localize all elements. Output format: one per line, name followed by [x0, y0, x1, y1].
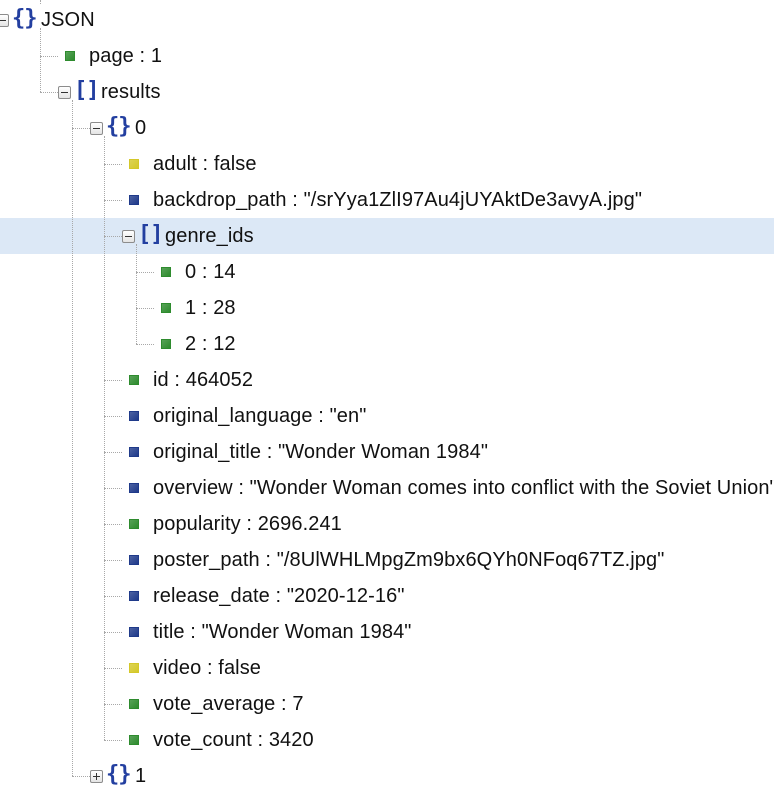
number-value-icon: [129, 735, 139, 745]
number-value-icon: [129, 699, 139, 709]
tree-node-label: title : "Wonder Woman 1984": [153, 621, 412, 643]
tree-connector: [72, 128, 90, 129]
tree-connector: [104, 596, 122, 597]
tree-node-label: JSON: [41, 9, 95, 31]
tree-node-label: video : false: [153, 657, 262, 679]
tree-node-label: release_date : "2020-12-16": [153, 585, 405, 607]
string-value-icon: [129, 411, 139, 421]
tree-node-label: adult : false: [153, 153, 257, 175]
object-brace-icon: {}: [106, 114, 131, 139]
string-value-icon: [129, 627, 139, 637]
tree-node-label: 0 : 14: [185, 261, 236, 283]
number-value-icon: [161, 267, 171, 277]
tree-node-label: original_title : "Wonder Woman 1984": [153, 441, 489, 463]
tree-node-label: page : 1: [89, 45, 163, 67]
string-value-icon: [129, 591, 139, 601]
tree-node-label: poster_path : "/8UlWHLMpgZm9bx6QYh0NFoq6…: [153, 549, 665, 571]
collapse-icon[interactable]: [122, 230, 135, 243]
string-value-icon: [129, 555, 139, 565]
tree-connector: [104, 632, 122, 633]
collapse-icon[interactable]: [58, 86, 71, 99]
tree-connector: [104, 704, 122, 705]
boolean-value-icon: [129, 663, 139, 673]
tree-connector: [104, 380, 122, 381]
tree-connector: [40, 92, 58, 93]
tree-connector: [136, 308, 154, 309]
tree-guide-line: [136, 244, 137, 344]
collapse-icon[interactable]: [90, 122, 103, 135]
tree-row[interactable]: [0, 254, 774, 290]
array-bracket-icon: []: [138, 222, 163, 247]
tree-guide-line: [40, 0, 41, 4]
tree-connector: [104, 164, 122, 165]
boolean-value-icon: [129, 159, 139, 169]
tree-node-label: popularity : 2696.241: [153, 513, 342, 535]
tree-node-label: vote_count : 3420: [153, 729, 314, 751]
tree-connector: [72, 776, 90, 777]
string-value-icon: [129, 483, 139, 493]
tree-node-label: id : 464052: [153, 369, 254, 391]
tree-node-label: backdrop_path : "/srYya1ZlI97Au4jUYAktDe…: [153, 189, 643, 211]
number-value-icon: [161, 303, 171, 313]
tree-node-label: 0: [135, 117, 147, 139]
tree-row[interactable]: [0, 326, 774, 362]
tree-connector: [40, 56, 58, 57]
tree-connector: [104, 524, 122, 525]
object-brace-icon: {}: [12, 6, 37, 31]
string-value-icon: [129, 195, 139, 205]
tree-node-label: vote_average : 7: [153, 693, 304, 715]
object-brace-icon: {}: [106, 762, 131, 787]
tree-guide-line: [40, 28, 41, 92]
tree-node-label: 2 : 12: [185, 333, 236, 355]
tree-node-label: original_language : "en": [153, 405, 367, 427]
tree-guide-line: [104, 136, 105, 740]
number-value-icon: [129, 519, 139, 529]
tree-node-label: 1: [135, 765, 147, 787]
tree-connector: [104, 236, 122, 237]
number-value-icon: [65, 51, 75, 61]
tree-node-label: overview : "Wonder Woman comes into conf…: [153, 477, 774, 499]
tree-connector: [104, 740, 122, 741]
tree-node-label: 1 : 28: [185, 297, 236, 319]
tree-connector: [104, 560, 122, 561]
tree-connector: [104, 668, 122, 669]
tree-connector: [104, 200, 122, 201]
tree-connector: [136, 272, 154, 273]
tree-connector: [136, 344, 154, 345]
tree-row[interactable]: [0, 2, 774, 38]
tree-row[interactable]: [0, 290, 774, 326]
collapse-icon[interactable]: [0, 14, 9, 27]
tree-node-label: results: [101, 81, 161, 103]
tree-connector: [104, 416, 122, 417]
string-value-icon: [129, 447, 139, 457]
tree-connector: [104, 488, 122, 489]
tree-guide-line: [72, 100, 73, 776]
array-bracket-icon: []: [74, 78, 99, 103]
number-value-icon: [161, 339, 171, 349]
tree-node-label: genre_ids: [165, 225, 254, 247]
expand-icon[interactable]: [90, 770, 103, 783]
tree-connector: [104, 452, 122, 453]
number-value-icon: [129, 375, 139, 385]
